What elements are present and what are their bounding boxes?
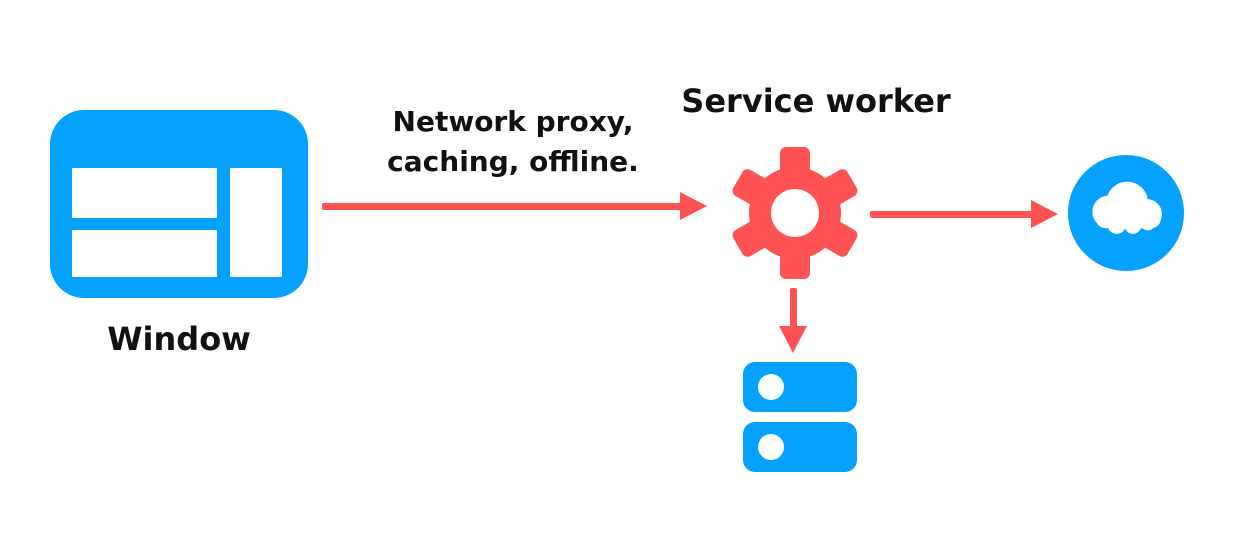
flow-label-line1: Network proxy, [392,105,634,138]
window-content-pane-bottom [72,230,217,277]
arrowhead-right-icon [1031,200,1058,228]
browser-window-icon [50,110,308,298]
flow-label-line2: caching, offline. [387,145,639,178]
service-worker-title: Service worker [681,82,951,120]
arrow-service-worker-to-cache [790,288,797,328]
window-content-pane-top [72,168,217,218]
cloud-icon [1068,155,1184,271]
storage-stack-icon [743,362,857,412]
window-label: Window [107,320,251,358]
arrowhead-down-icon [779,326,807,353]
arrowhead-right-icon [680,192,707,220]
arrow-window-to-service-worker [322,203,682,210]
flow-label: Network proxy, caching, offline. [363,102,663,182]
gear-icon [729,147,861,279]
storage-stack-icon [743,422,857,472]
window-sidebar-pane [230,168,282,277]
arrow-service-worker-to-network [870,211,1033,218]
storage-dot-icon [758,434,784,460]
storage-dot-icon [758,374,784,400]
